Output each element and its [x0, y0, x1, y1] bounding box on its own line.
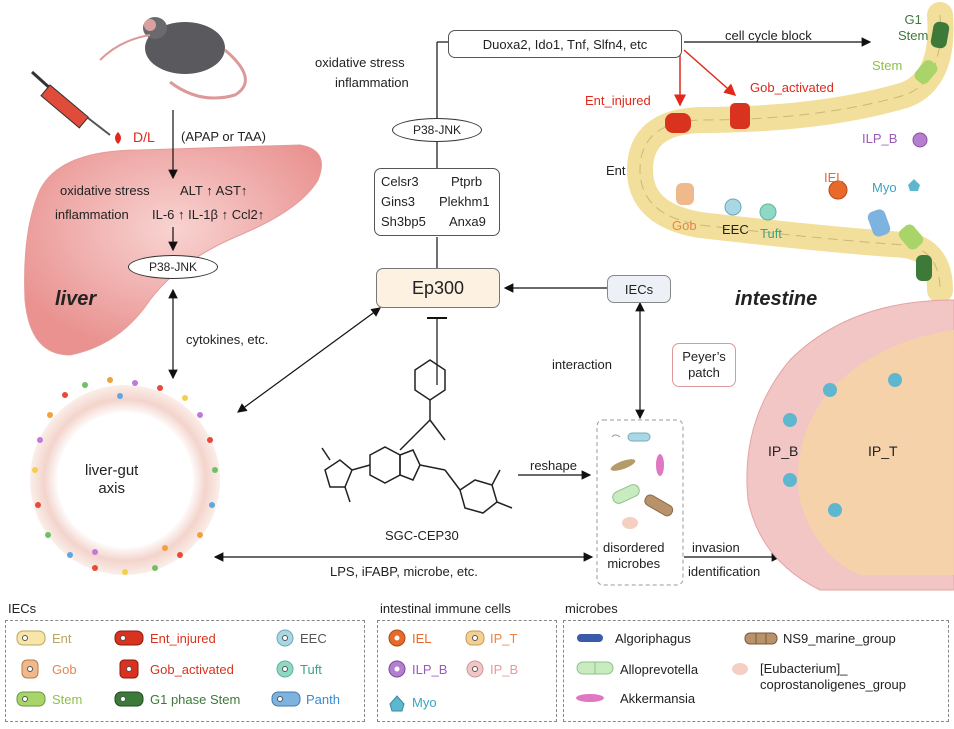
legend-immune-box [377, 620, 557, 722]
disordered-microbes-label: disordered microbes [603, 540, 665, 571]
legend-gob: Gob [52, 662, 77, 677]
liver-gut-axis-label: liver-gut axis [85, 462, 139, 497]
legend-immune-title: intestinal immune cells [380, 601, 511, 616]
cell-cycle-block-label: cell cycle block [725, 28, 812, 43]
legend-ent: Ent [52, 631, 72, 646]
microbes-container [596, 419, 684, 586]
gene-list-box: Celsr3 Ptprb Gins3 Plekhm1 Sh3bp5 Anxa9 [374, 168, 500, 236]
legend-akkermansia: Akkermansia [620, 691, 696, 706]
legend-iecs-title: IECs [8, 601, 37, 616]
legend-tuft: Tuft [300, 662, 322, 677]
gene-ptprb: Ptprb [451, 174, 483, 189]
legend-eubacterium: [Eubacterium]_ coprostanoligenes_group [760, 661, 906, 693]
syringe-illustration [30, 70, 121, 144]
genes-box: Duoxa2, Ido1, Tnf, Slfn4, etc [448, 30, 682, 58]
inflammation-label: inflammation [335, 75, 409, 90]
gene-plekhm1: Plekhm1 [439, 194, 490, 209]
interaction-label: interaction [552, 357, 612, 372]
legend-panth: Panth [306, 692, 340, 707]
liver-cytokine-label: IL-6 ↑ IL-1β ↑ Ccl2↑ [152, 207, 265, 222]
ip-t-label: IP_T [868, 443, 898, 459]
reshape-label: reshape [530, 458, 577, 473]
legend-ns9-marine-group: NS9_marine_group [783, 631, 896, 646]
identification-label: identification [688, 564, 761, 579]
ent-label: Ent [606, 163, 626, 178]
legend-g1-phase-stem: G1 phase Stem [150, 692, 241, 707]
myo-label: Myo [872, 180, 897, 195]
intestine-label: intestine [735, 288, 818, 310]
liver-label: liver [55, 288, 97, 310]
gene-gins3: Gins3 [381, 194, 415, 209]
legend-iel: IEL [412, 631, 432, 646]
legend-gob-activated: Gob_activated [150, 662, 234, 677]
eec-label: EEC [722, 222, 749, 237]
compound-label: SGC-CEP30 [385, 528, 459, 543]
legend-alloprevotella: Alloprevotella [620, 662, 699, 677]
iel-label: IEL [824, 170, 844, 185]
invasion-label: invasion [692, 540, 740, 555]
legend-ip-b: IP_B [490, 662, 519, 677]
ep300-box: Ep300 [376, 268, 500, 308]
ilp-b-label: ILP_B [862, 131, 898, 146]
ip-b-label: IP_B [768, 443, 799, 459]
legend-stem: Stem [52, 692, 83, 707]
peyers-patch [746, 299, 954, 591]
legend-microbes-title: microbes [565, 601, 618, 616]
tuft-label: Tuft [760, 226, 782, 241]
liver-p38-jnk-oval: P38-JNK [128, 255, 218, 279]
gob-activated-label: Gob_activated [750, 80, 834, 95]
sgc-cep30-structure [321, 359, 513, 514]
microbe-shapes [610, 432, 674, 529]
lps-label: LPS, iFABP, microbe, etc. [330, 564, 478, 579]
stem-label: Stem [872, 58, 903, 73]
gene-celsr3: Celsr3 [381, 174, 419, 189]
legend-eec: EEC [300, 631, 327, 646]
g1-stem-label: G1 Stem [898, 12, 929, 43]
liver-oxidative-label: oxidative stress [60, 183, 150, 198]
legend-ent-injured: Ent_injured [150, 631, 216, 646]
ent-injured-label: Ent_injured [585, 93, 651, 108]
liver-alt-ast-label: ALT ↑ AST↑ [180, 183, 248, 198]
gene-sh3bp5: Sh3bp5 [381, 214, 426, 229]
apap-taa-label: (APAP or TAA) [181, 129, 267, 144]
iecs-box: IECs [607, 275, 671, 303]
gob-label: Gob [672, 218, 697, 233]
legend-ip-t: IP_T [490, 631, 518, 646]
legend-iecs-box [5, 620, 365, 722]
liver-inflammation-label: inflammation [55, 207, 129, 222]
dl-label: D/L [133, 129, 155, 145]
p38-jnk-oval: P38-JNK [392, 118, 482, 142]
intestine-tube [626, 2, 954, 303]
cytokines-label: cytokines, etc. [186, 332, 269, 347]
oxidative-stress-label: oxidative stress [315, 55, 405, 70]
axis-dots [32, 377, 218, 575]
legend-myo: Myo [412, 695, 437, 710]
gene-anxa9: Anxa9 [449, 214, 486, 229]
legend-algoriphagus: Algoriphagus [615, 631, 691, 646]
legend-microbes-box [563, 620, 949, 722]
mouse-illustration [99, 17, 247, 100]
peyers-patch-label: Peyer’s patch [672, 343, 736, 387]
legend-ilp-b: ILP_B [412, 662, 448, 677]
